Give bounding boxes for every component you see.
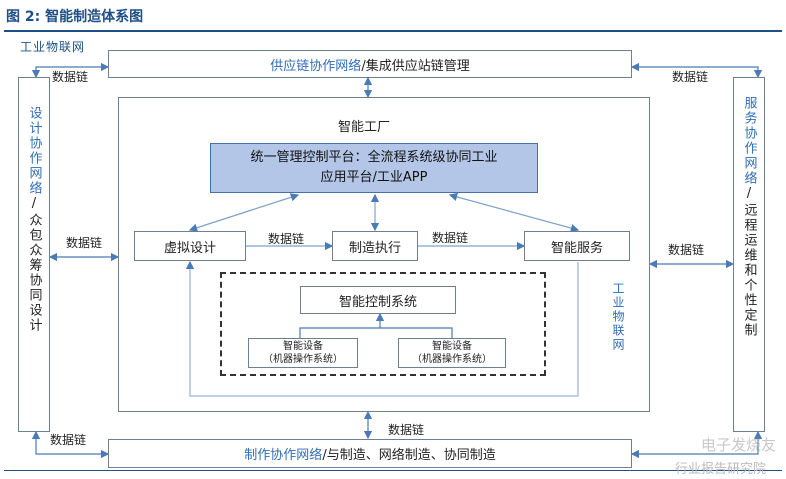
smart-service-label: 智能服务 bbox=[550, 240, 603, 256]
watermark-text: 行业报告研究院 bbox=[674, 462, 766, 477]
supply-chain-bar: 供应链协作网络/集成供应站链管理 bbox=[108, 50, 632, 78]
smart-control-system-box: 智能控制系统 bbox=[300, 286, 456, 314]
smart-device-right-line1: 智能设备 bbox=[432, 341, 472, 352]
manufacturing-network-label: 制作协作网络 bbox=[244, 448, 323, 463]
smart-device-right-box: 智能设备 （机器操作系统） bbox=[398, 338, 506, 368]
smart-factory-container bbox=[118, 97, 650, 412]
manufacturing-execution-label: 制造执行 bbox=[348, 240, 401, 256]
smart-device-right-line2: （机器操作系统） bbox=[412, 354, 492, 365]
service-network-column: 服务协作网络/远程运维和个性定制 bbox=[733, 77, 765, 432]
smart-service-box: 智能服务 bbox=[524, 231, 630, 261]
service-network-detail: /远程运维和个性定制 bbox=[741, 186, 757, 338]
data-chain-label-left: 数据链 bbox=[66, 236, 103, 250]
iot-top-label: 工业物联网 bbox=[20, 40, 86, 54]
data-chain-label-top-left: 数据链 bbox=[52, 70, 89, 84]
footer-divider bbox=[4, 470, 782, 471]
title-divider bbox=[4, 30, 782, 32]
figure-title: 图 2: 智能制造体系图 bbox=[6, 9, 144, 25]
data-chain-label-mid-right: 数据链 bbox=[432, 231, 469, 245]
manufacturing-network-detail: /与制造、网络制造、协同制造 bbox=[322, 448, 496, 463]
service-network-label: 服务协作网络 bbox=[741, 96, 757, 186]
platform-line-1: 统一管理控制平台：全流程系统级协同工业 bbox=[250, 150, 498, 165]
smart-device-left-line2: （机器操作系统） bbox=[263, 354, 343, 365]
manufacturing-execution-box: 制造执行 bbox=[332, 231, 418, 261]
supply-chain-detail: /集成供应站链管理 bbox=[361, 58, 470, 74]
data-chain-label-bottom: 数据链 bbox=[388, 423, 425, 437]
supply-chain-label: 供应链协作网络 bbox=[270, 58, 362, 74]
design-network-column: 设计协作网络/众包众筹协同设计 bbox=[18, 77, 50, 432]
data-chain-label-mid-left: 数据链 bbox=[268, 232, 305, 246]
data-chain-label-bottom-left: 数据链 bbox=[50, 433, 87, 447]
unified-platform-box: 统一管理控制平台：全流程系统级协同工业 应用平台/工业APP bbox=[210, 143, 538, 193]
virtual-design-label: 虚拟设计 bbox=[163, 240, 216, 256]
control-system-region bbox=[220, 272, 546, 376]
watermark-logo: 电子发烧友 bbox=[700, 436, 776, 454]
manufacturing-network-bar: 制作协作网络/与制造、网络制造、协同制造 bbox=[108, 439, 632, 468]
smart-control-system-label: 智能控制系统 bbox=[338, 294, 417, 310]
smart-device-left-box: 智能设备 （机器操作系统） bbox=[248, 338, 358, 368]
iot-right-label: 工业物联网 bbox=[611, 282, 625, 352]
smart-device-left-line1: 智能设备 bbox=[283, 341, 323, 352]
data-chain-label-top-right: 数据链 bbox=[672, 70, 709, 84]
virtual-design-box: 虚拟设计 bbox=[134, 231, 246, 261]
design-network-label: 设计协作网络 bbox=[26, 106, 42, 196]
platform-line-2: 应用平台/工业APP bbox=[320, 170, 428, 185]
design-network-detail: /众包众筹协同设计 bbox=[26, 196, 42, 333]
data-chain-label-right: 数据链 bbox=[668, 243, 705, 257]
smart-factory-title: 智能工厂 bbox=[338, 120, 391, 135]
